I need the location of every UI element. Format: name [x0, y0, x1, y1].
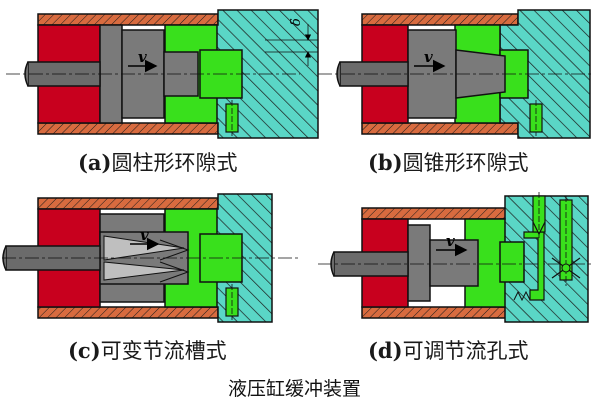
cylinder-wall-bottom: [361, 122, 519, 135]
caption-d-letter: (d): [368, 338, 403, 363]
caption-b: (b)圆锥形环隙式: [368, 150, 529, 175]
caption-c: (c)可变节流槽式: [68, 338, 227, 363]
piston: [407, 224, 431, 302]
caption-c-name: 可变节流槽式: [101, 339, 227, 363]
figure-title: 液压缸缓冲装置: [228, 378, 361, 400]
caption-d-name: 可调节流孔式: [403, 339, 529, 363]
caption-a-letter: (a): [78, 150, 111, 175]
valve-spring: [513, 290, 531, 302]
cylinder-wall-top: [37, 13, 219, 26]
buffer-bore: [499, 241, 525, 283]
caption-b-letter: (b): [368, 150, 403, 175]
velocity-label: v: [424, 48, 433, 66]
throttle-groove-top: [103, 235, 185, 261]
throttle-groove-bottom: [103, 261, 185, 281]
panel-a: v δ: [6, 9, 319, 139]
velocity-label: v: [446, 232, 455, 250]
velocity-label: v: [138, 48, 147, 66]
gap-label: δ: [289, 18, 304, 26]
caption-c-letter: (c): [68, 338, 101, 363]
caption-b-name: 圆锥形环隙式: [403, 151, 529, 175]
panel-c: v: [2, 193, 300, 323]
velocity-label: v: [140, 226, 149, 244]
panel-d: v: [318, 192, 592, 323]
caption-d: (d)可调节流孔式: [368, 338, 529, 363]
cylinder-wall-bottom: [37, 306, 219, 319]
cylinder-wall-top: [361, 13, 519, 26]
caption-a-name: 圆柱形环隙式: [111, 151, 237, 175]
panel-b: v: [318, 9, 592, 139]
throttle-passage: [523, 231, 545, 301]
cylinder-wall-bottom: [361, 306, 519, 319]
cylinder-wall-top: [361, 207, 519, 220]
caption-a: (a)圆柱形环隙式: [78, 150, 237, 175]
cylinder-wall-top: [37, 197, 219, 210]
piston-body: [429, 239, 479, 287]
cylinder-wall-bottom: [37, 122, 219, 135]
